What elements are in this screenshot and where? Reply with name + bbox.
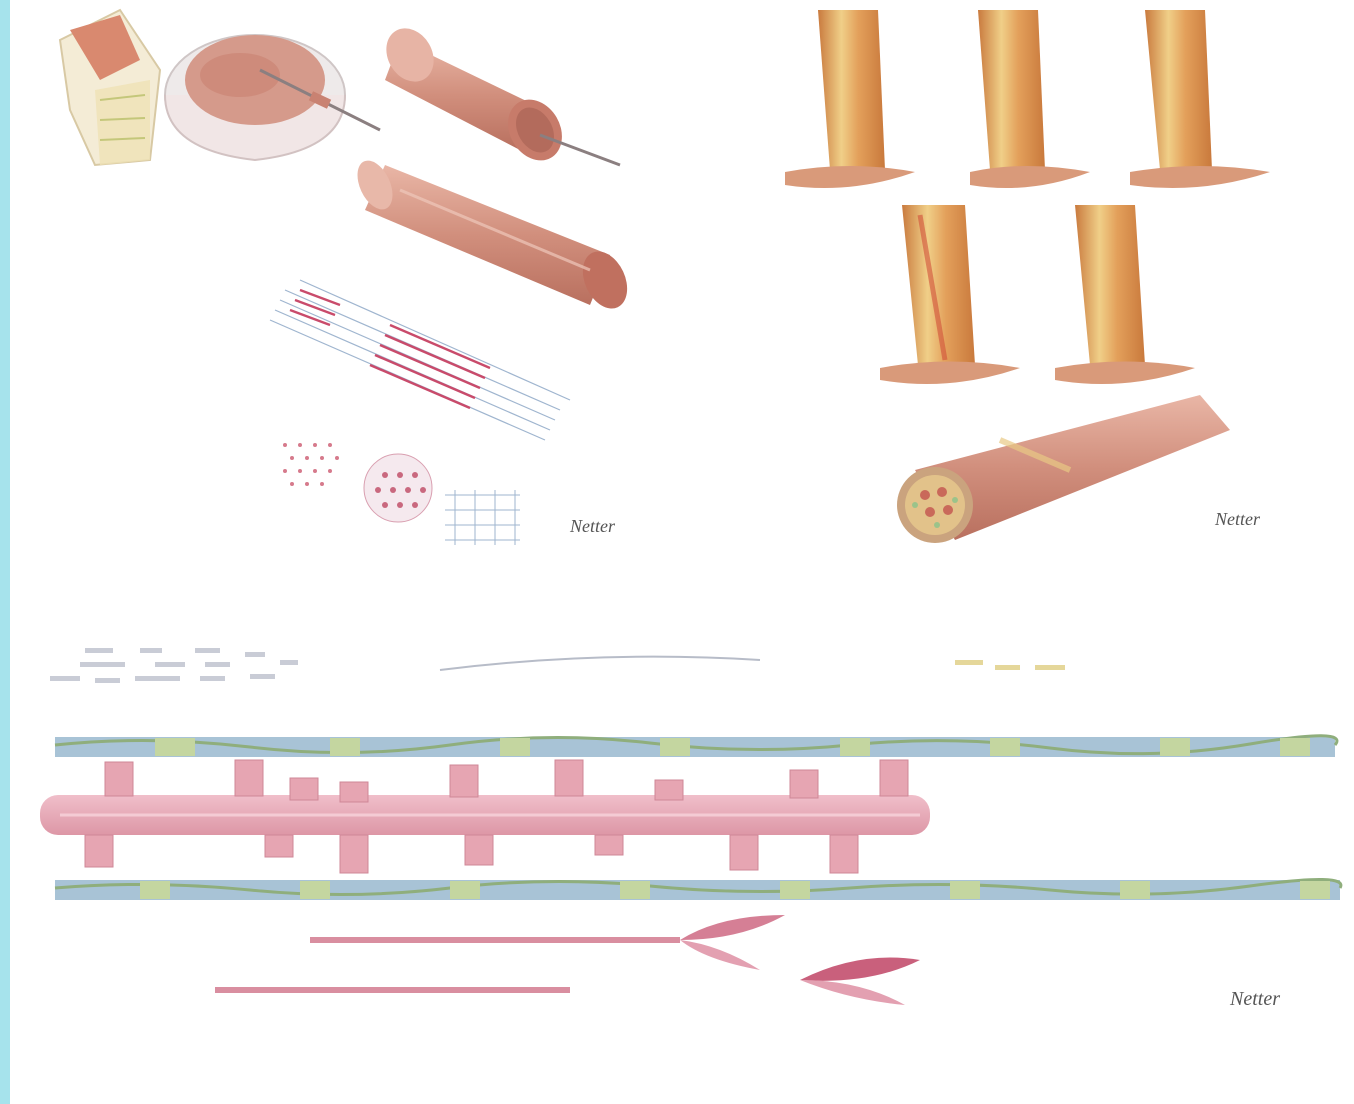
signature-top-right: Netter bbox=[1214, 509, 1261, 529]
myofibril-filaments bbox=[270, 280, 570, 440]
fiber-stage-5 bbox=[1055, 205, 1195, 384]
fascicle bbox=[377, 20, 620, 170]
faint-label-cluster-right bbox=[955, 660, 1065, 670]
bone-attachment bbox=[60, 10, 160, 165]
svg-text:Netter: Netter bbox=[1214, 509, 1261, 529]
plate-bottom: Netter bbox=[40, 648, 1341, 1010]
myosin-molecule-lower bbox=[215, 958, 920, 1006]
filament-lattice-1 bbox=[283, 443, 339, 486]
svg-text:Netter: Netter bbox=[1229, 988, 1280, 1010]
fiber-stage-2 bbox=[970, 10, 1090, 188]
myosin-thick-filament bbox=[40, 760, 930, 873]
fiber-stage-4 bbox=[880, 205, 1020, 384]
actin-filament-lower bbox=[55, 879, 1341, 900]
fiber-stage-3 bbox=[1130, 10, 1270, 188]
fiber-stage-1 bbox=[785, 10, 915, 188]
myosin-molecule-upper bbox=[310, 915, 785, 970]
fiber-bundle-cut bbox=[897, 395, 1230, 543]
faint-line-top bbox=[440, 657, 760, 670]
actin-filament-upper bbox=[55, 736, 1337, 757]
plate-top-left: Netter bbox=[60, 10, 636, 545]
faint-label-cluster-left bbox=[50, 648, 298, 683]
filament-lattice-2 bbox=[364, 454, 432, 522]
muscle-fiber bbox=[350, 155, 635, 316]
filament-lattice-3 bbox=[445, 490, 520, 545]
svg-text:Netter: Netter bbox=[569, 516, 616, 536]
muscle-cross-section bbox=[165, 35, 380, 160]
signature-top-left: Netter bbox=[569, 516, 616, 536]
signature-bottom: Netter bbox=[1229, 988, 1280, 1010]
plate-top-right: Netter bbox=[785, 10, 1270, 543]
